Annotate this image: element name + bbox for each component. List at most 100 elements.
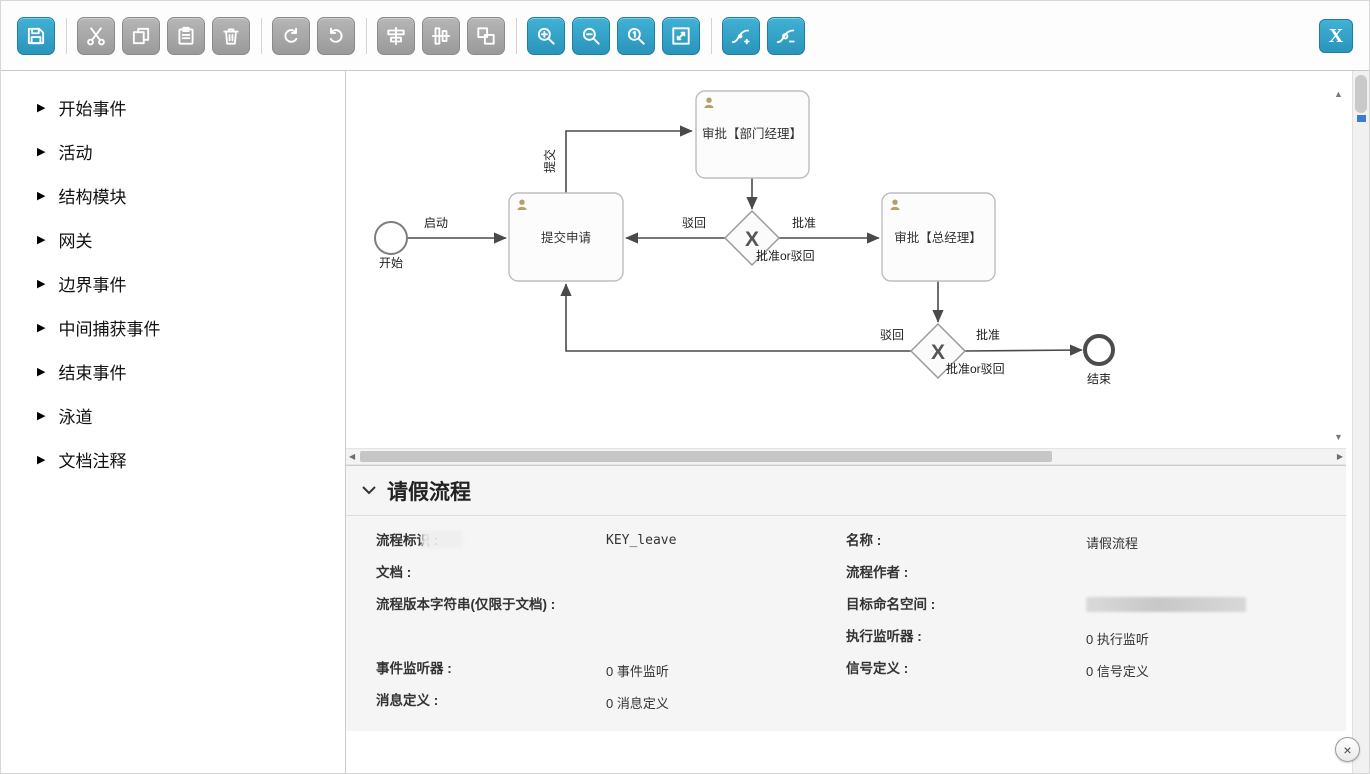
property-value[interactable]: 请假流程 bbox=[1086, 536, 1139, 551]
scroll-down-icon[interactable]: ▼ bbox=[1334, 432, 1343, 442]
align-vertical-button[interactable] bbox=[422, 16, 460, 55]
flow-gateway2-reject[interactable] bbox=[560, 283, 911, 352]
save-button[interactable] bbox=[17, 16, 55, 55]
redo-button[interactable] bbox=[272, 16, 310, 55]
palette-group-label: 中间捕获事件 bbox=[58, 319, 161, 339]
palette-group-doc-annotation[interactable]: ▶ 文档注释 bbox=[1, 437, 345, 481]
floppy-icon bbox=[27, 27, 45, 44]
exclusive-gateway-1[interactable] bbox=[723, 209, 781, 267]
palette-group-gateways[interactable]: ▶ 网关 bbox=[1, 217, 345, 261]
remove-bendpoint-icon bbox=[776, 29, 795, 43]
shape-palette: ▶ 开始事件 ▶ 活动 ▶ 结构模块 ▶ 网关 ▶ 边界事件 ▶ 中间捕获事件 … bbox=[1, 71, 346, 773]
palette-group-label: 网关 bbox=[58, 231, 93, 251]
property-value[interactable]: 0 信号定义 bbox=[1086, 664, 1149, 679]
palette-group-activities[interactable]: ▶ 活动 bbox=[1, 129, 345, 173]
add-bendpoint-button[interactable] bbox=[722, 16, 760, 55]
property-label: 流程版本字符串(仅限于文档) : bbox=[376, 597, 556, 612]
start-event-label: 开始 bbox=[379, 256, 403, 270]
task-submit[interactable] bbox=[508, 192, 624, 282]
canvas-vertical-scrollbar[interactable]: ▲ ▼ bbox=[1330, 71, 1346, 448]
copy-icon bbox=[132, 27, 150, 44]
palette-group-start-events[interactable]: ▶ 开始事件 bbox=[1, 85, 345, 129]
chevron-right-icon: ▶ bbox=[37, 189, 46, 202]
palette-group-label: 开始事件 bbox=[58, 99, 127, 119]
zoom-in-button[interactable] bbox=[527, 16, 565, 55]
palette-group-boundary-events[interactable]: ▶ 边界事件 bbox=[1, 261, 345, 305]
task-dept-manager[interactable] bbox=[695, 90, 810, 179]
cut-button[interactable] bbox=[77, 16, 115, 55]
zoom-out-button[interactable] bbox=[572, 16, 610, 55]
chevron-down-icon bbox=[362, 486, 376, 495]
gateway2-label: 批准or驳回 bbox=[946, 361, 1005, 376]
page-vertical-scrollbar[interactable] bbox=[1352, 71, 1369, 773]
scroll-up-icon[interactable]: ▲ bbox=[1334, 89, 1343, 99]
property-label: 文档 : bbox=[376, 565, 412, 580]
property-row: 流程标识 : KEY_leave bbox=[376, 529, 846, 561]
palette-group-swimlanes[interactable]: ▶ 泳道 bbox=[1, 393, 345, 437]
user-task-icon bbox=[890, 199, 900, 210]
properties-grid: 流程标识 : KEY_leave 文档 : 流程版本字符串(仅限于文档) : 事… bbox=[346, 516, 1346, 721]
palette-group-intermediate-events[interactable]: ▶ 中间捕获事件 bbox=[1, 305, 345, 349]
flow-label-approve1: 批准 bbox=[792, 215, 816, 230]
property-label: 目标命名空间 : bbox=[846, 597, 936, 612]
property-label: 消息定义 : bbox=[376, 693, 439, 708]
property-value[interactable]: 0 消息定义 bbox=[606, 696, 669, 711]
scroll-right-icon[interactable]: ▶ bbox=[1336, 452, 1343, 461]
property-row: 消息定义 : 0 消息定义 bbox=[376, 689, 846, 721]
align-horizontal-button[interactable] bbox=[377, 16, 415, 55]
flow-label-approve2: 批准 bbox=[976, 327, 1000, 342]
copy-button[interactable] bbox=[122, 16, 160, 55]
property-row: 执行监听器 : 0 执行监听 bbox=[846, 625, 1316, 657]
palette-group-end-events[interactable]: ▶ 结束事件 bbox=[1, 349, 345, 393]
zoom-actual-button[interactable] bbox=[617, 16, 655, 55]
delete-button[interactable] bbox=[212, 16, 250, 55]
scroll-marker bbox=[1357, 115, 1366, 122]
chevron-right-icon: ▶ bbox=[37, 233, 46, 246]
palette-group-label: 结束事件 bbox=[58, 363, 127, 383]
close-editor-button[interactable]: X bbox=[1319, 19, 1353, 53]
property-row: 流程作者 : bbox=[846, 561, 1316, 593]
toolbar: X bbox=[1, 1, 1369, 71]
flow-label-launch: 启动 bbox=[424, 216, 448, 230]
flow-submit-to-dept[interactable] bbox=[565, 125, 693, 193]
paste-button[interactable] bbox=[167, 16, 205, 55]
gateway1-label: 批准or驳回 bbox=[756, 248, 815, 263]
redacted-value bbox=[1086, 597, 1246, 612]
property-value[interactable]: KEY_leave bbox=[606, 533, 677, 548]
remove-bendpoint-button[interactable] bbox=[767, 16, 805, 55]
properties-header[interactable]: 请假流程 bbox=[346, 466, 1346, 516]
toolbar-separator bbox=[516, 17, 517, 54]
flow-gateway2-approve[interactable] bbox=[964, 344, 1083, 356]
process-title: 请假流程 bbox=[387, 479, 471, 504]
undo-button[interactable] bbox=[317, 16, 355, 55]
zoom-actual-icon bbox=[627, 27, 645, 45]
flow-label-reject1: 驳回 bbox=[682, 216, 706, 230]
property-label: 信号定义 : bbox=[846, 661, 909, 676]
bpmn-diagram: 开始 结束 提交申请 审批【部门经理】 审批【总经理】 X 批准or驳回 X 批… bbox=[374, 90, 1115, 386]
chevron-right-icon: ▶ bbox=[37, 365, 46, 378]
page-close-button[interactable]: × bbox=[1335, 737, 1360, 762]
zoom-fit-button[interactable] bbox=[662, 16, 700, 55]
horizontal-scroll-thumb[interactable] bbox=[360, 451, 1052, 462]
exclusive-gateway-2[interactable] bbox=[909, 322, 967, 380]
trash-icon bbox=[223, 27, 239, 45]
paste-icon bbox=[178, 26, 194, 45]
canvas-horizontal-scrollbar[interactable]: ◀ ▶ bbox=[346, 448, 1346, 465]
palette-group-structural[interactable]: ▶ 结构模块 bbox=[1, 173, 345, 217]
scissors-icon bbox=[87, 26, 105, 45]
scroll-left-icon[interactable]: ◀ bbox=[349, 452, 356, 461]
end-event[interactable] bbox=[1083, 334, 1115, 366]
property-label: 执行监听器 : bbox=[846, 629, 922, 644]
page-scroll-thumb[interactable] bbox=[1355, 75, 1367, 113]
same-size-button[interactable] bbox=[467, 16, 505, 55]
chevron-right-icon: ▶ bbox=[37, 145, 46, 158]
toolbar-separator bbox=[261, 17, 262, 54]
start-event[interactable] bbox=[374, 221, 408, 255]
property-row: 事件监听器 : 0 事件监听 bbox=[376, 657, 846, 689]
zoom-fit-icon bbox=[672, 26, 690, 45]
diagram-canvas[interactable]: 开始 结束 提交申请 审批【部门经理】 审批【总经理】 X 批准or驳回 X 批… bbox=[346, 71, 1346, 448]
property-value[interactable]: 0 事件监听 bbox=[606, 664, 669, 679]
task-general-manager[interactable] bbox=[881, 192, 996, 282]
property-value[interactable]: 0 执行监听 bbox=[1086, 632, 1149, 647]
